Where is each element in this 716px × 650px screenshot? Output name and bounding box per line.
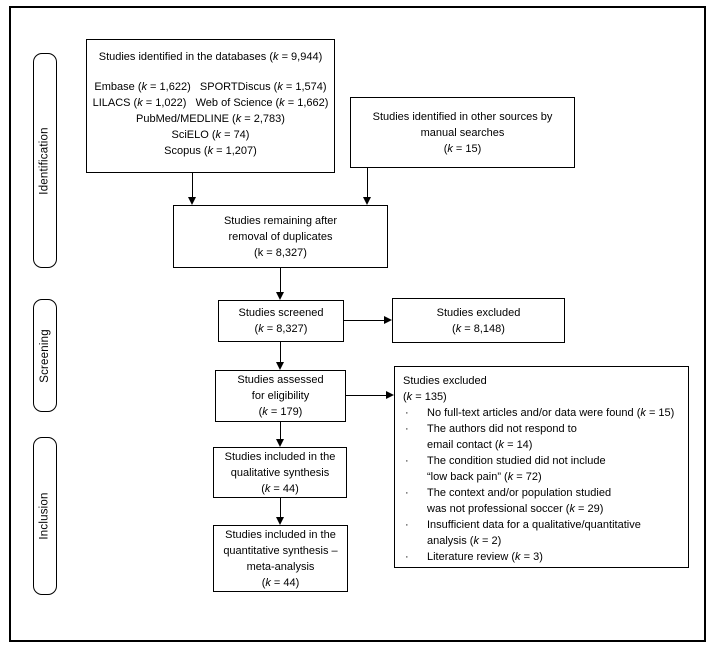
connector-duplicates-to-screened — [280, 268, 281, 292]
box-duplicates-removed: Studies remaining after removal of dupli… — [173, 205, 388, 268]
database-source: LILACS (k = 1,022) Web of Science (k = 1… — [92, 97, 329, 109]
database-source: SciELO (k = 74) — [171, 129, 250, 141]
arrowhead-right-icon — [386, 390, 394, 399]
box-line: manual searches — [420, 126, 505, 139]
exclusion-reason: · The context and/or population studied … — [403, 485, 611, 517]
reason-text: Literature review (k = 3) — [427, 551, 543, 563]
arrowhead-down-icon — [276, 517, 284, 525]
box-line: (k = 8,327) — [254, 246, 307, 259]
database-source: Embase (k = 1,622) SPORTDiscus (k = 1,57… — [94, 81, 327, 93]
box-manual-search-sources: Studies identified in other sources by m… — [350, 97, 575, 168]
reason-text: Insufficient data for a qualitative/quan… — [427, 519, 641, 547]
box-line: (k = 8,148) — [452, 322, 505, 335]
box-title: Studies identified in the databases (k =… — [98, 51, 323, 63]
connector-qualitative-to-quantitative — [280, 498, 281, 517]
stage-label-text: Inclusion — [39, 492, 52, 540]
arrowhead-down-icon — [363, 197, 371, 205]
box-line: removal of duplicates — [228, 230, 333, 243]
box-line: Studies assessed — [237, 374, 324, 386]
arrowhead-right-icon — [384, 315, 392, 324]
connector-databases-to-duplicates — [192, 173, 193, 197]
diagram-frame — [9, 6, 706, 642]
bullet-icon: · — [405, 519, 409, 531]
stage-label-text: Identification — [39, 126, 51, 195]
reason-text: The context and/or population studied wa… — [427, 487, 612, 515]
connector-assessed-to-excluded — [346, 394, 387, 396]
box-line: (k = 135) — [403, 391, 447, 403]
box-line: Studies remaining after — [223, 214, 338, 227]
box-line: Studies screened — [238, 307, 324, 319]
box-line: (k = 179) — [258, 406, 303, 418]
bullet-icon: · — [405, 455, 409, 467]
box-excluded-screening: Studies excluded (k = 8,148) — [392, 298, 565, 343]
box-line: quantitative synthesis – — [223, 544, 338, 557]
exclusion-reason: · The condition studied did not include … — [403, 453, 606, 485]
exclusion-reason: · The authors did not respond to email c… — [403, 421, 577, 453]
stage-label-screening: Screening — [33, 299, 57, 412]
stage-label-inclusion: Inclusion — [33, 437, 57, 595]
box-line: Studies excluded — [436, 306, 521, 319]
exclusion-reason: · No full-text articles and/or data were… — [403, 405, 674, 421]
bullet-icon: · — [405, 423, 409, 435]
arrowhead-down-icon — [188, 197, 196, 205]
reason-text: The condition studied did not include “l… — [427, 455, 606, 483]
box-line: for eligibility — [251, 390, 310, 402]
arrowhead-down-icon — [276, 362, 284, 370]
database-source: Scopus (k = 1,207) — [164, 145, 257, 157]
box-assessed-eligibility: Studies assessed for eligibility (k = 17… — [215, 370, 346, 422]
box-line: (k = 44) — [261, 482, 299, 495]
database-source: PubMed/MEDLINE (k = 2,783) — [136, 113, 285, 125]
box-qualitative-synthesis: Studies included in the qualitative synt… — [213, 447, 347, 498]
box-studies-identified-databases: Studies identified in the databases (k =… — [86, 39, 335, 173]
exclusion-reason: · Insufficient data for a qualitative/qu… — [403, 517, 641, 549]
arrowhead-down-icon — [276, 292, 284, 300]
box-line: Studies identified in other sources by — [372, 110, 553, 123]
connector-manual-to-duplicates — [367, 168, 368, 197]
reason-text: The authors did not respond to email con… — [427, 423, 577, 451]
connector-screened-to-assessed — [280, 342, 281, 362]
reason-text: No full-text articles and/or data were f… — [427, 407, 675, 419]
box-line: Studies excluded — [403, 375, 487, 387]
connector-assessed-to-qualitative — [280, 422, 281, 439]
box-excluded-eligibility: Studies excluded (k = 135) · No full-tex… — [394, 366, 689, 568]
bullet-icon: · — [405, 407, 409, 419]
exclusion-reason: · Literature review (k = 3) — [403, 549, 543, 565]
box-line: Studies included in the — [225, 528, 336, 541]
bullet-icon: · — [405, 551, 409, 563]
arrowhead-down-icon — [276, 439, 284, 447]
box-quantitative-synthesis: Studies included in the quantitative syn… — [213, 525, 348, 592]
box-studies-screened: Studies screened (k = 8,327) — [218, 300, 344, 342]
box-line: (k = 8,327) — [254, 323, 308, 335]
connector-screened-to-excluded — [343, 319, 385, 321]
box-line: meta-analysis — [246, 560, 315, 573]
bullet-icon: · — [405, 487, 409, 499]
box-line: (k = 15) — [443, 142, 482, 155]
box-line: qualitative synthesis — [230, 466, 330, 479]
box-line: (k = 44) — [261, 576, 300, 589]
stage-label-identification: Identification — [33, 53, 57, 268]
stage-label-text: Screening — [39, 328, 51, 383]
box-line: Studies included in the — [224, 450, 336, 463]
